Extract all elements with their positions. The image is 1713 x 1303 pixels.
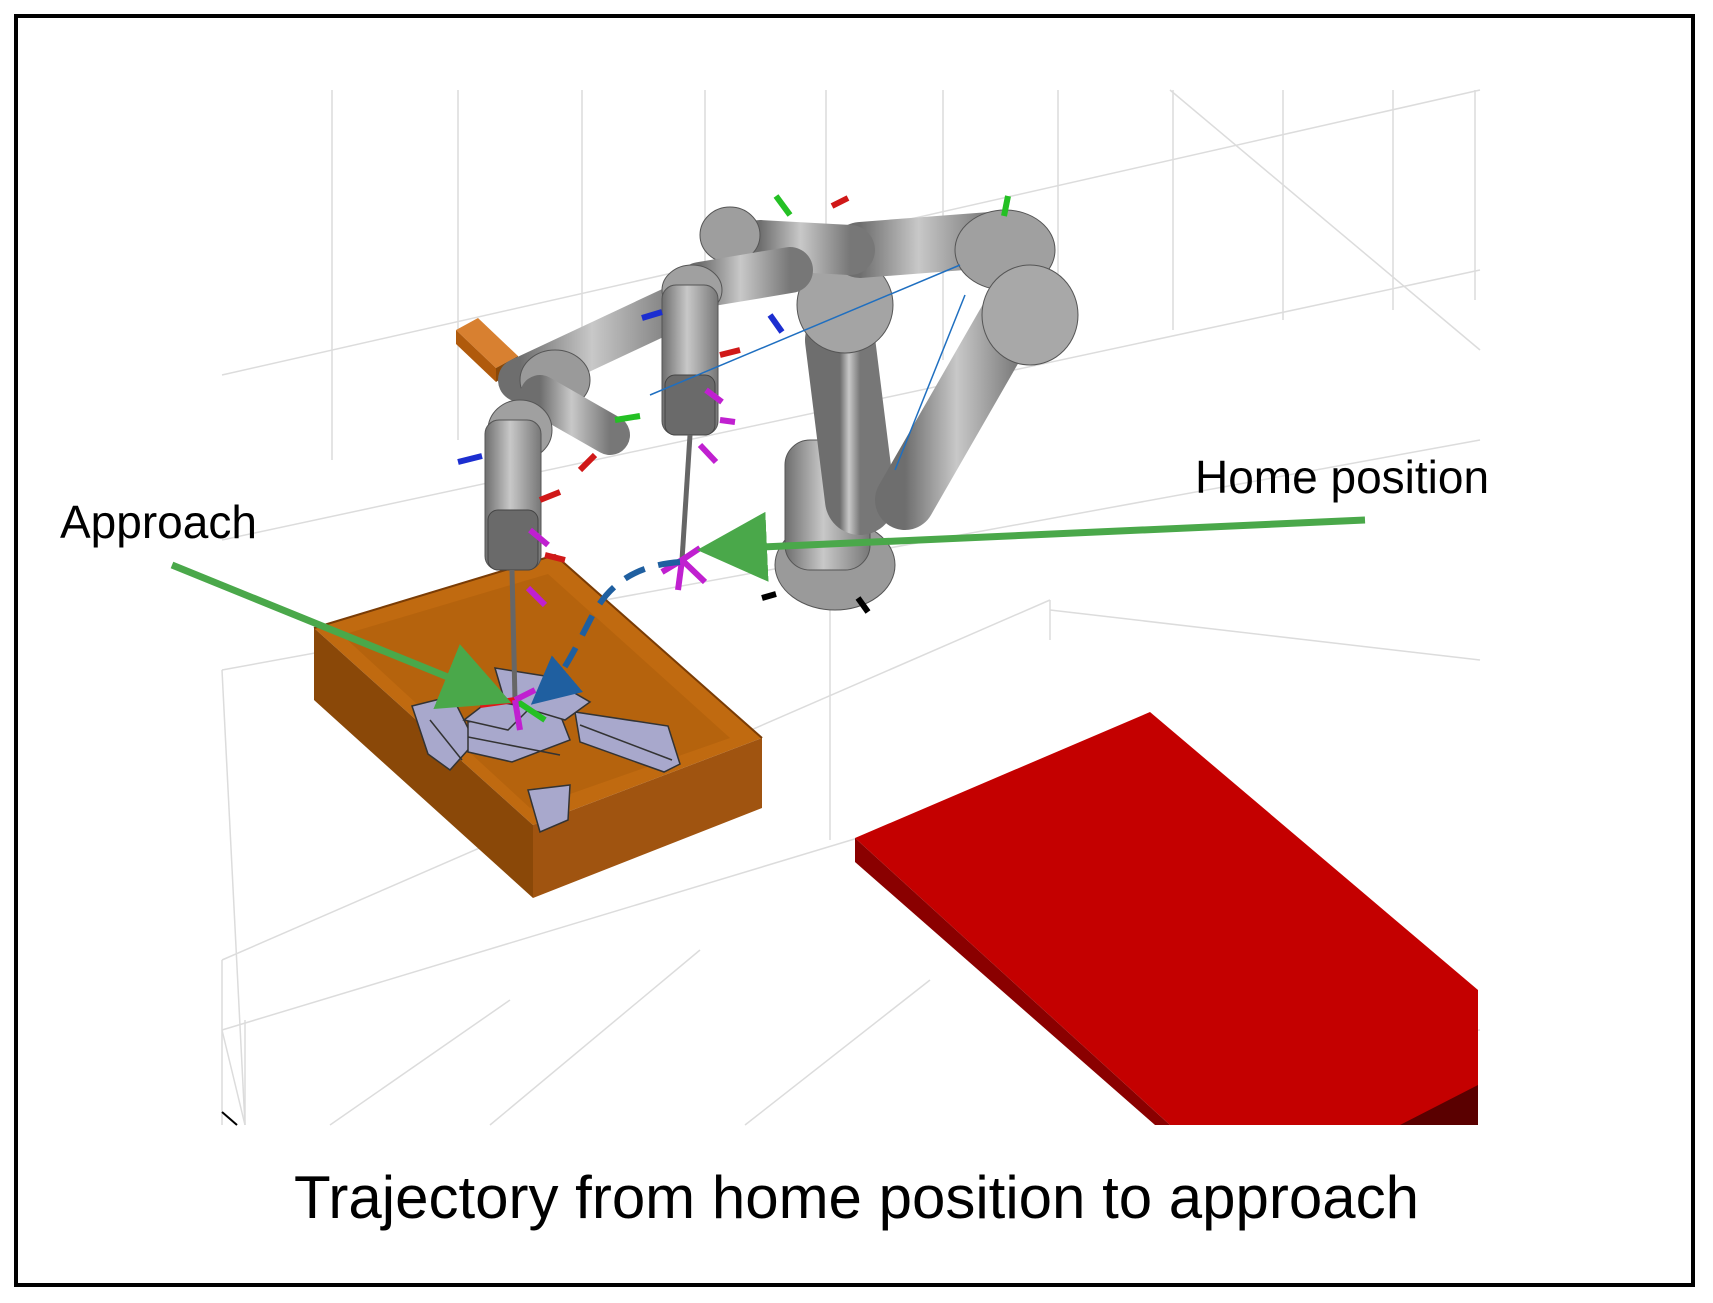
table	[855, 712, 1478, 1125]
home-position-label: Home position	[1195, 451, 1490, 503]
trajectory-path	[530, 559, 681, 705]
approach-label: Approach	[60, 496, 257, 548]
home-arrow-icon	[697, 511, 1366, 582]
axis-origin-mark	[221, 1111, 238, 1126]
robot-arm-home	[641, 194, 1079, 614]
approach-arrow-icon	[170, 561, 512, 709]
figure-caption: Trajectory from home position to approac…	[294, 1164, 1419, 1231]
